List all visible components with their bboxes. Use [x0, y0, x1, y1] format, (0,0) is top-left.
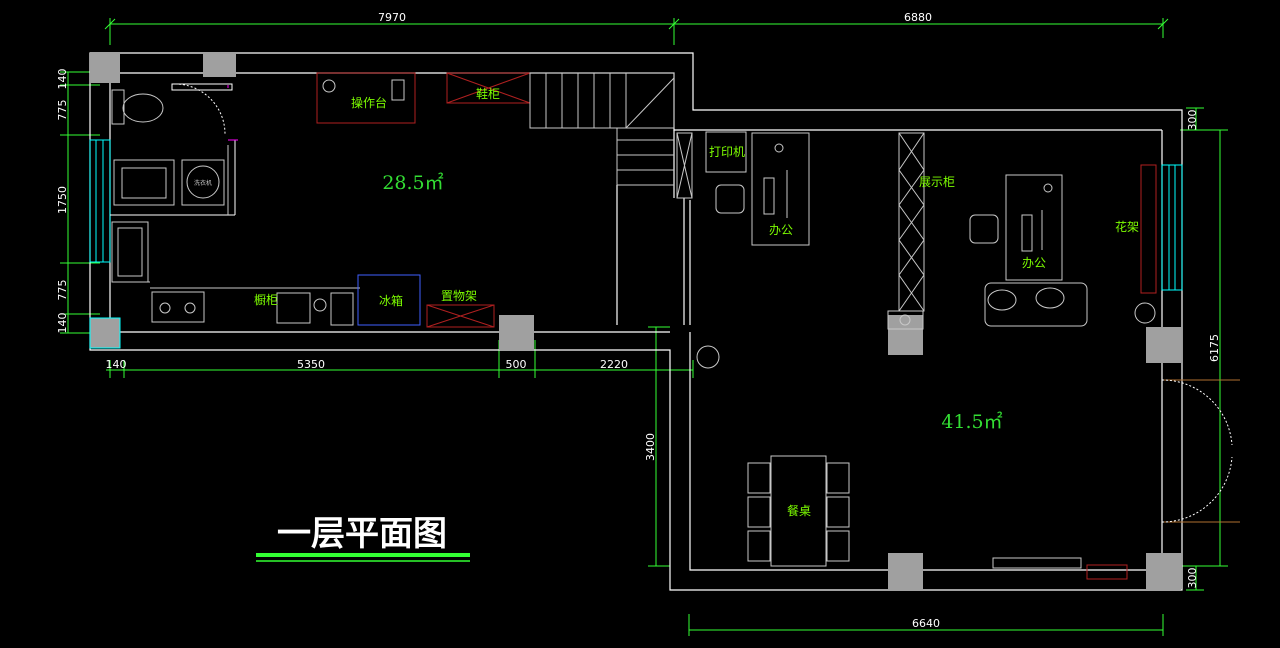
label-office-1: 办公: [769, 222, 793, 237]
dim-mid-1: 140: [106, 358, 127, 371]
dim-left-3: 1750: [56, 186, 69, 214]
dim-left-1: 140: [56, 69, 69, 90]
dim-left-4: 775: [56, 280, 69, 301]
dim-mid-4: 2220: [600, 358, 628, 371]
dim-top-right: 6880: [904, 11, 932, 24]
columns: [89, 53, 1182, 589]
dim-bottom: 6640: [912, 617, 940, 630]
dim-mid-3: 500: [506, 358, 527, 371]
dim-left-2: 775: [56, 100, 69, 121]
bathroom: 洗衣机: [110, 83, 238, 216]
right-window: [1161, 164, 1183, 291]
office-furniture: [676, 131, 1240, 580]
dimension-lines: [60, 18, 1228, 636]
dim-right-top: 300: [1186, 110, 1199, 131]
label-shelf: 置物架: [441, 289, 477, 303]
label-cabinet: 橱柜: [254, 293, 278, 307]
label-dining-table: 餐桌: [787, 503, 811, 518]
label-display-cabinet: 展示柜: [919, 175, 955, 189]
dim-top-left: 7970: [378, 11, 406, 24]
label-fridge: 冰箱: [379, 293, 403, 308]
label-workbench: 操作台: [351, 95, 387, 110]
dim-vertical-mid: 3400: [644, 433, 657, 461]
label-shoe-cabinet: 鞋柜: [476, 86, 500, 101]
plan-title: 一层平面图: [277, 514, 447, 554]
kitchen-furniture: [111, 72, 675, 328]
label-printer: 打印机: [709, 145, 745, 159]
room-labels: 操作台 鞋柜 打印机 办公 办公 展示柜 花架 橱柜 冰箱 置物架 餐桌: [254, 86, 1139, 518]
area-right-room: 41.5㎡: [941, 410, 1002, 433]
dim-mid-2: 5350: [297, 358, 325, 371]
dim-left-5: 140: [56, 313, 69, 334]
dimension-texts: 7970 6880 140 775 1750 775 140 140 5350 …: [56, 11, 1221, 630]
left-window: [89, 139, 111, 263]
dim-right-main: 6175: [1208, 334, 1221, 362]
label-office-2: 办公: [1022, 255, 1046, 270]
label-flower-stand: 花架: [1115, 219, 1139, 234]
area-left-room: 28.5㎡: [382, 171, 443, 194]
walls: [89, 52, 1183, 591]
washer-label: 洗衣机: [194, 179, 212, 187]
dim-right-bottom: 300: [1186, 568, 1199, 589]
